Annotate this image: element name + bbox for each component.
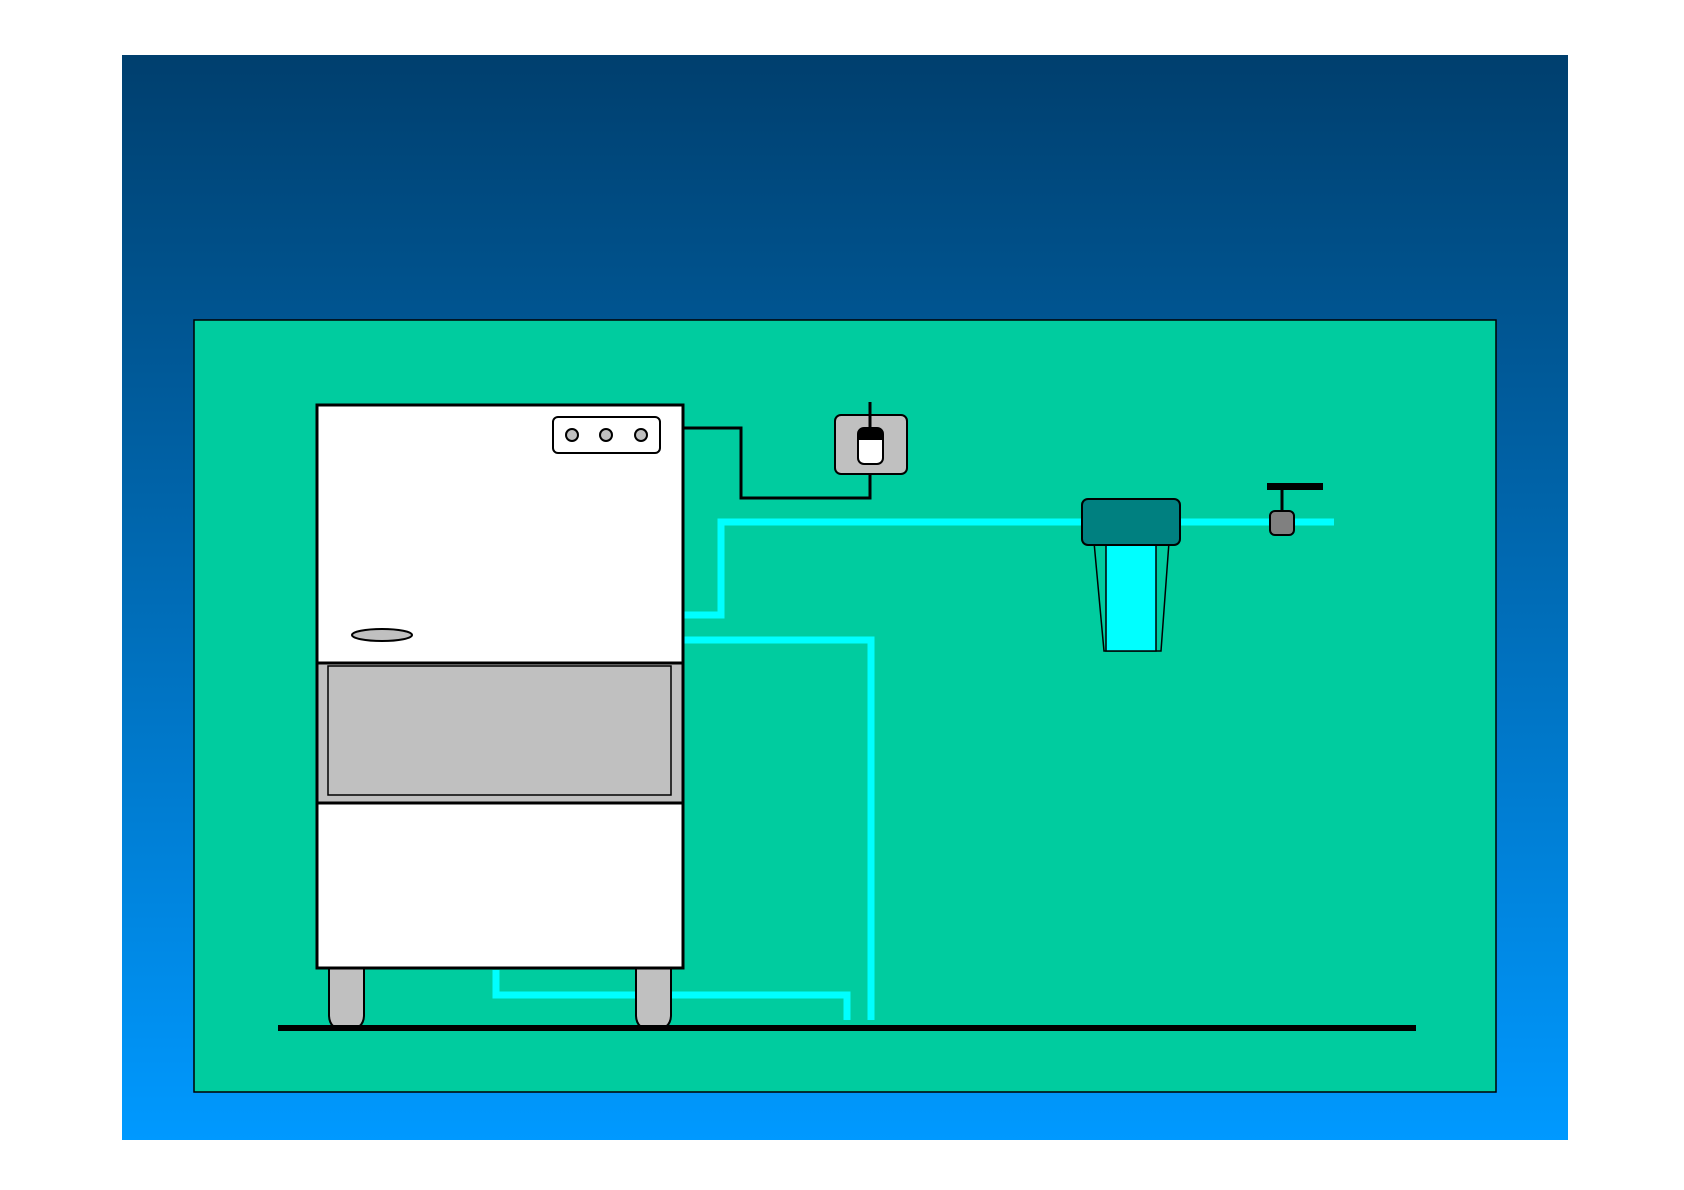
- filter-cartridge: [1106, 542, 1156, 651]
- front-foot: [329, 968, 364, 1030]
- filter-head: [1082, 499, 1180, 545]
- installation-diagram: [122, 55, 1568, 1140]
- valve-handle: [1267, 483, 1323, 490]
- rear-foot: [636, 968, 671, 1030]
- dishwasher-icon: [317, 405, 683, 1030]
- control-knob: [600, 429, 612, 441]
- plug-icon: [858, 428, 883, 464]
- slide: [122, 55, 1568, 1140]
- door-handle: [352, 629, 412, 641]
- appliance-base: [317, 803, 683, 968]
- control-panel: [553, 417, 660, 453]
- valve-body: [1270, 511, 1294, 535]
- control-knob: [566, 429, 578, 441]
- appliance-kickplate: [317, 663, 683, 803]
- floor-line: [278, 1025, 1416, 1031]
- control-knob: [635, 429, 647, 441]
